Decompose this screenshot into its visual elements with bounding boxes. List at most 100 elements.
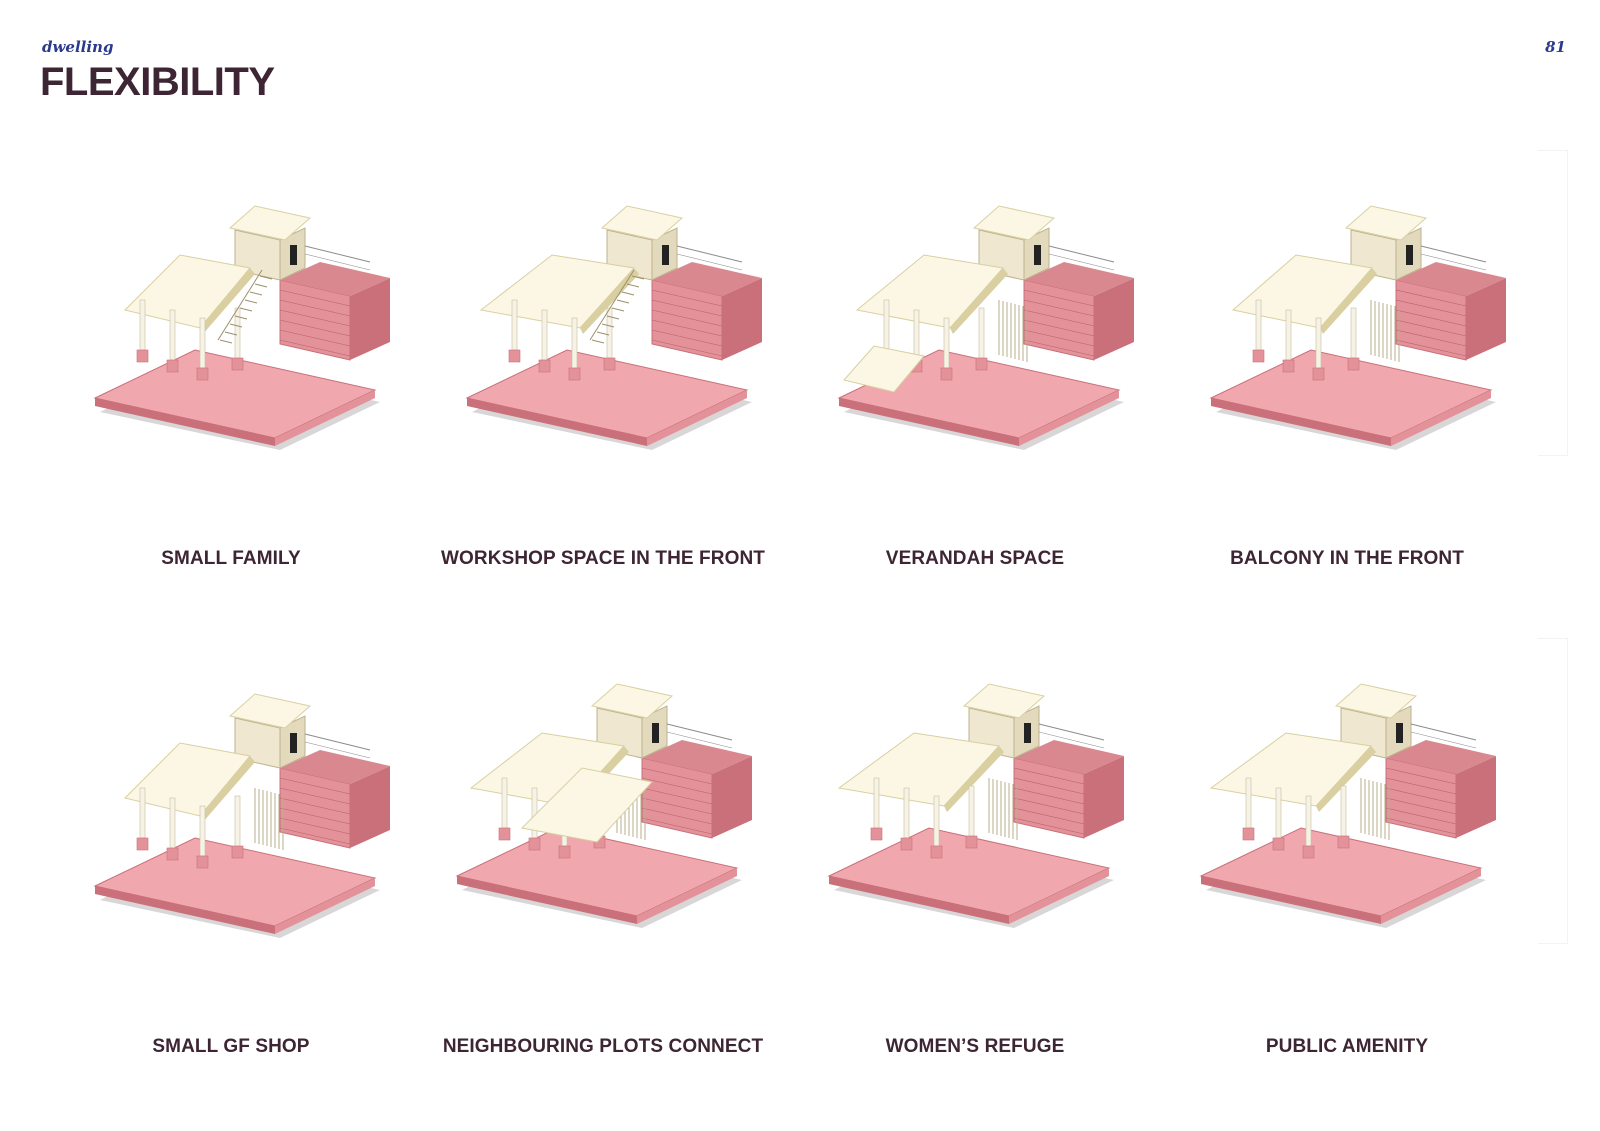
brick-course [279, 309, 351, 327]
stair-tread [606, 315, 620, 320]
brick-course [1013, 807, 1085, 825]
column-base [1347, 357, 1360, 371]
column-base [538, 359, 551, 373]
railing [304, 253, 371, 271]
brick-course [279, 777, 351, 795]
brick-course [1395, 299, 1467, 317]
brick-course [651, 299, 723, 317]
house-axonometric [827, 683, 1124, 928]
plinth-front [1381, 868, 1481, 924]
stair-tread [229, 323, 243, 328]
column [1340, 785, 1347, 837]
column-base [508, 349, 521, 363]
main-roof-edge [950, 268, 1008, 334]
column [571, 317, 578, 369]
brick-course [1395, 339, 1467, 357]
brick-course [1023, 319, 1095, 337]
main-roof-edge [944, 746, 1004, 812]
column [943, 317, 950, 369]
brick-wall-top [652, 262, 762, 296]
brick-course [1013, 777, 1085, 795]
column-base [166, 847, 179, 861]
stair-tread [239, 307, 253, 312]
column-base [975, 357, 988, 371]
cabin-roof [962, 683, 1046, 719]
brick-course [1385, 797, 1457, 815]
brick-course [1385, 777, 1457, 795]
brick-wall-front [1094, 278, 1134, 360]
stair-tread [631, 275, 645, 280]
brick-wall-front [1466, 278, 1506, 360]
cabin-window [1024, 723, 1031, 743]
main-roof-edge [200, 268, 255, 334]
stair-tread [611, 307, 625, 312]
column-base [568, 367, 581, 381]
column-base [1242, 827, 1255, 841]
brick-course [279, 339, 351, 357]
page-number: 81 [1545, 38, 1566, 56]
brick-course [1023, 299, 1095, 317]
stair-tread [601, 323, 615, 328]
brick-wall-front [350, 766, 390, 848]
brick-wall-top [280, 262, 390, 296]
cabin-window [290, 733, 297, 753]
brick-course [1013, 767, 1085, 785]
railing [1420, 253, 1487, 271]
plinth-front [647, 390, 747, 446]
brick-course [641, 807, 713, 825]
plinth-front [1009, 868, 1109, 924]
column-base [1312, 367, 1325, 381]
brick-course [641, 777, 713, 795]
column [913, 309, 920, 361]
stair-tread [249, 291, 263, 296]
brick-course [1395, 329, 1467, 347]
cabin-roof [590, 683, 674, 719]
main-roof [837, 732, 1001, 807]
column [169, 797, 176, 849]
brick-course [1023, 309, 1095, 327]
column-base [196, 367, 209, 381]
house-axonometric [465, 205, 762, 450]
option-label: SMALL GF SHOP [152, 1036, 310, 1057]
main-roof-edge [1316, 746, 1376, 812]
lower-verandah-roof [843, 345, 925, 393]
cabin-roof [228, 693, 312, 729]
brick-course [1385, 807, 1457, 825]
column [139, 299, 146, 351]
brick-course [641, 797, 713, 815]
axonometric-drawing [1156, 150, 1538, 456]
axonometric-drawing [412, 638, 794, 944]
brick-course [279, 827, 351, 845]
house-axonometric [1199, 683, 1496, 928]
axonometric-drawing [40, 150, 422, 456]
column [1245, 777, 1252, 829]
option-label: VERANDAH SPACE [885, 548, 1065, 569]
cabin-window [1406, 245, 1413, 265]
brick-wall-top [1024, 262, 1134, 296]
plinth-side [839, 398, 1019, 446]
column [933, 795, 940, 847]
house-axonometric [1209, 205, 1506, 450]
column [199, 805, 206, 857]
plinth-side [467, 398, 647, 446]
column-base [231, 357, 244, 371]
plinth-side [95, 398, 275, 446]
brick-course [651, 339, 723, 357]
axonometric-drawing [412, 150, 794, 456]
stair-tread [591, 339, 605, 344]
stair-tread [626, 283, 640, 288]
column-base [930, 845, 943, 859]
cabin-roof [228, 205, 312, 241]
column [541, 309, 548, 361]
brick-course [1023, 339, 1095, 357]
stair-tread [596, 331, 610, 336]
brick-course [279, 817, 351, 835]
column-base [900, 837, 913, 851]
option-label: WORKSHOP SPACE IN THE FRONT [441, 548, 765, 569]
column-base [1272, 837, 1285, 851]
railing [676, 245, 743, 263]
brick-course [1395, 319, 1467, 337]
railing [666, 731, 733, 749]
column [234, 795, 241, 847]
column [1275, 787, 1282, 839]
